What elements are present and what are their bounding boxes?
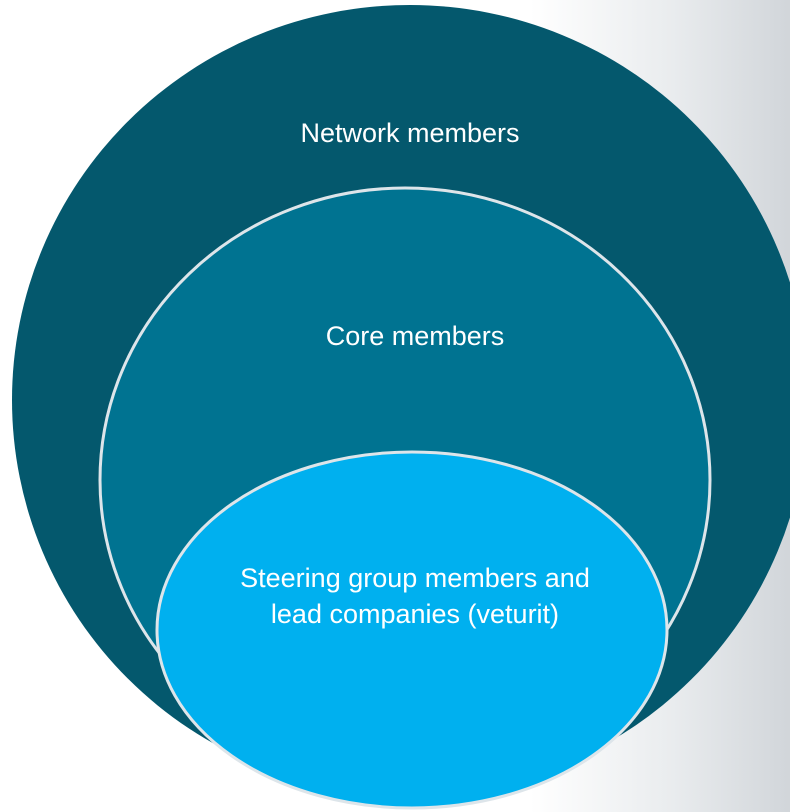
ring-steering-group: [155, 450, 669, 810]
label-steering-group: Steering group members and lead companie…: [240, 563, 590, 629]
label-core-members: Core members: [325, 321, 505, 351]
label-network-members: Network members: [300, 118, 520, 148]
